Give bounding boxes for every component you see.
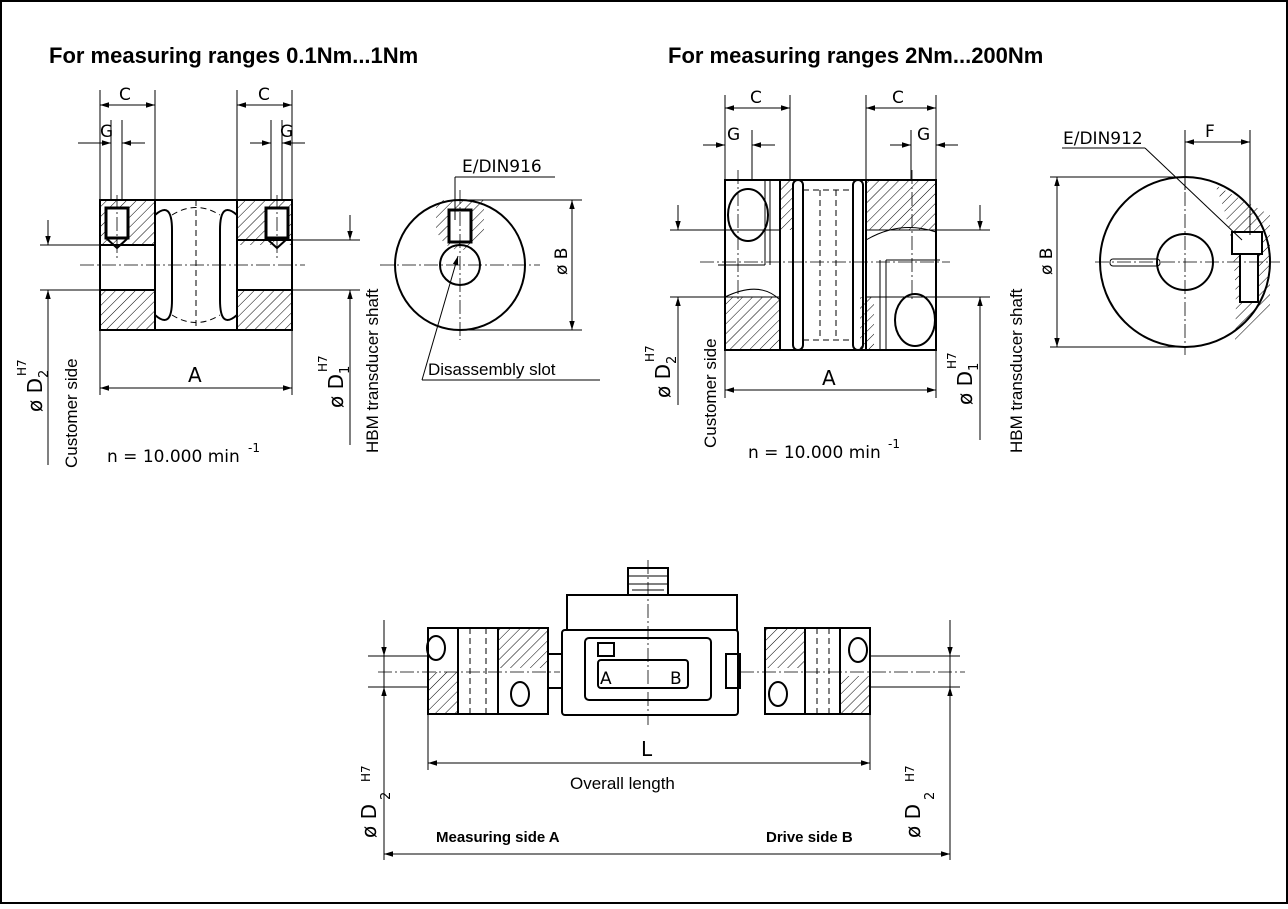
- overall-length-label: Overall length: [570, 774, 675, 793]
- left-dim-a-label: A: [188, 363, 202, 387]
- left-diameter-dims: [40, 215, 360, 465]
- bottom-d2-right-label: ø D 2 H7: [901, 765, 938, 838]
- left-d2-label: ø D 2 H7: [15, 359, 52, 412]
- right-dim-a-label: A: [822, 366, 836, 390]
- right-dim-b: ø B: [1037, 248, 1057, 275]
- left-dim-c1: C: [119, 85, 131, 105]
- svg-text:2: 2: [665, 356, 680, 364]
- svg-text:ø D: ø D: [324, 374, 348, 408]
- bottom-d2-left-label: ø D 2 H7: [357, 765, 394, 838]
- right-title: For measuring ranges 2Nm...200Nm: [668, 43, 1043, 68]
- disassembly-slot-label: Disassembly slot: [428, 360, 556, 379]
- left-title: For measuring ranges 0.1Nm...1Nm: [49, 43, 418, 68]
- marker-b: B: [670, 669, 682, 689]
- right-speed: n = 10.000 min -1: [748, 437, 900, 463]
- drive-side-b: Drive side B: [766, 829, 853, 846]
- svg-text:2: 2: [37, 370, 52, 378]
- left-hbm-shaft: HBM transducer shaft: [363, 288, 382, 453]
- left-dim-g1: G: [100, 122, 113, 142]
- right-diameter-dims: [670, 205, 990, 440]
- svg-text:ø D: ø D: [651, 364, 675, 398]
- right-dim-c1: C: [750, 88, 762, 108]
- right-coupling-side-view: [700, 170, 950, 351]
- svg-text:ø D: ø D: [901, 804, 925, 838]
- left-dims-top: C C G G: [78, 85, 305, 200]
- right-hbm-shaft: HBM transducer shaft: [1007, 288, 1026, 453]
- svg-text:H7: H7: [15, 359, 29, 376]
- left-dim-a: A: [99, 330, 293, 395]
- svg-text:n = 10.000 min: n = 10.000 min: [107, 447, 240, 467]
- svg-text:H7: H7: [903, 765, 917, 782]
- right-d2-label: ø D 2 H7: [643, 345, 680, 398]
- marker-a: A: [600, 669, 612, 689]
- right-dims-top: C C G G: [703, 88, 958, 180]
- svg-text:ø D: ø D: [357, 804, 381, 838]
- svg-text:-1: -1: [248, 441, 260, 455]
- measuring-side-a: Measuring side A: [436, 829, 560, 846]
- svg-text:H7: H7: [359, 765, 373, 782]
- svg-text:2: 2: [923, 792, 938, 800]
- svg-text:H7: H7: [643, 345, 657, 362]
- right-dim-g1: G: [727, 125, 740, 145]
- right-customer-side: Customer side: [701, 338, 720, 448]
- right-dim-f: F: [1205, 122, 1215, 142]
- svg-text:ø D: ø D: [23, 378, 47, 412]
- svg-text:H7: H7: [316, 355, 330, 372]
- svg-text:2: 2: [379, 792, 394, 800]
- left-d1-label: ø D 1 H7: [316, 355, 353, 408]
- left-end-view: [380, 176, 600, 381]
- svg-text:-1: -1: [888, 437, 900, 451]
- svg-text:H7: H7: [945, 352, 959, 369]
- left-dim-b: ø B: [552, 248, 572, 275]
- left-screw-label: E/DIN916: [462, 157, 542, 177]
- left-customer-side: Customer side: [62, 358, 81, 468]
- svg-text:ø D: ø D: [953, 371, 977, 405]
- right-dim-c2: C: [892, 88, 904, 108]
- svg-text:1: 1: [967, 363, 982, 371]
- dim-l-label: L: [641, 737, 653, 761]
- left-coupling-side-view: [80, 195, 305, 331]
- right-d1-label: ø D 1 H7: [945, 352, 982, 405]
- assembly-view: [368, 560, 965, 860]
- svg-text:n = 10.000 min: n = 10.000 min: [748, 443, 881, 463]
- right-screw-label: E/DIN912: [1063, 129, 1143, 149]
- right-dim-a: A: [724, 350, 937, 398]
- right-dim-g2: G: [917, 125, 930, 145]
- svg-text:1: 1: [338, 366, 353, 374]
- left-dim-c2: C: [258, 85, 270, 105]
- left-dim-g2: G: [280, 122, 293, 142]
- right-end-view: [1050, 130, 1280, 355]
- left-speed: n = 10.000 min -1: [107, 441, 260, 467]
